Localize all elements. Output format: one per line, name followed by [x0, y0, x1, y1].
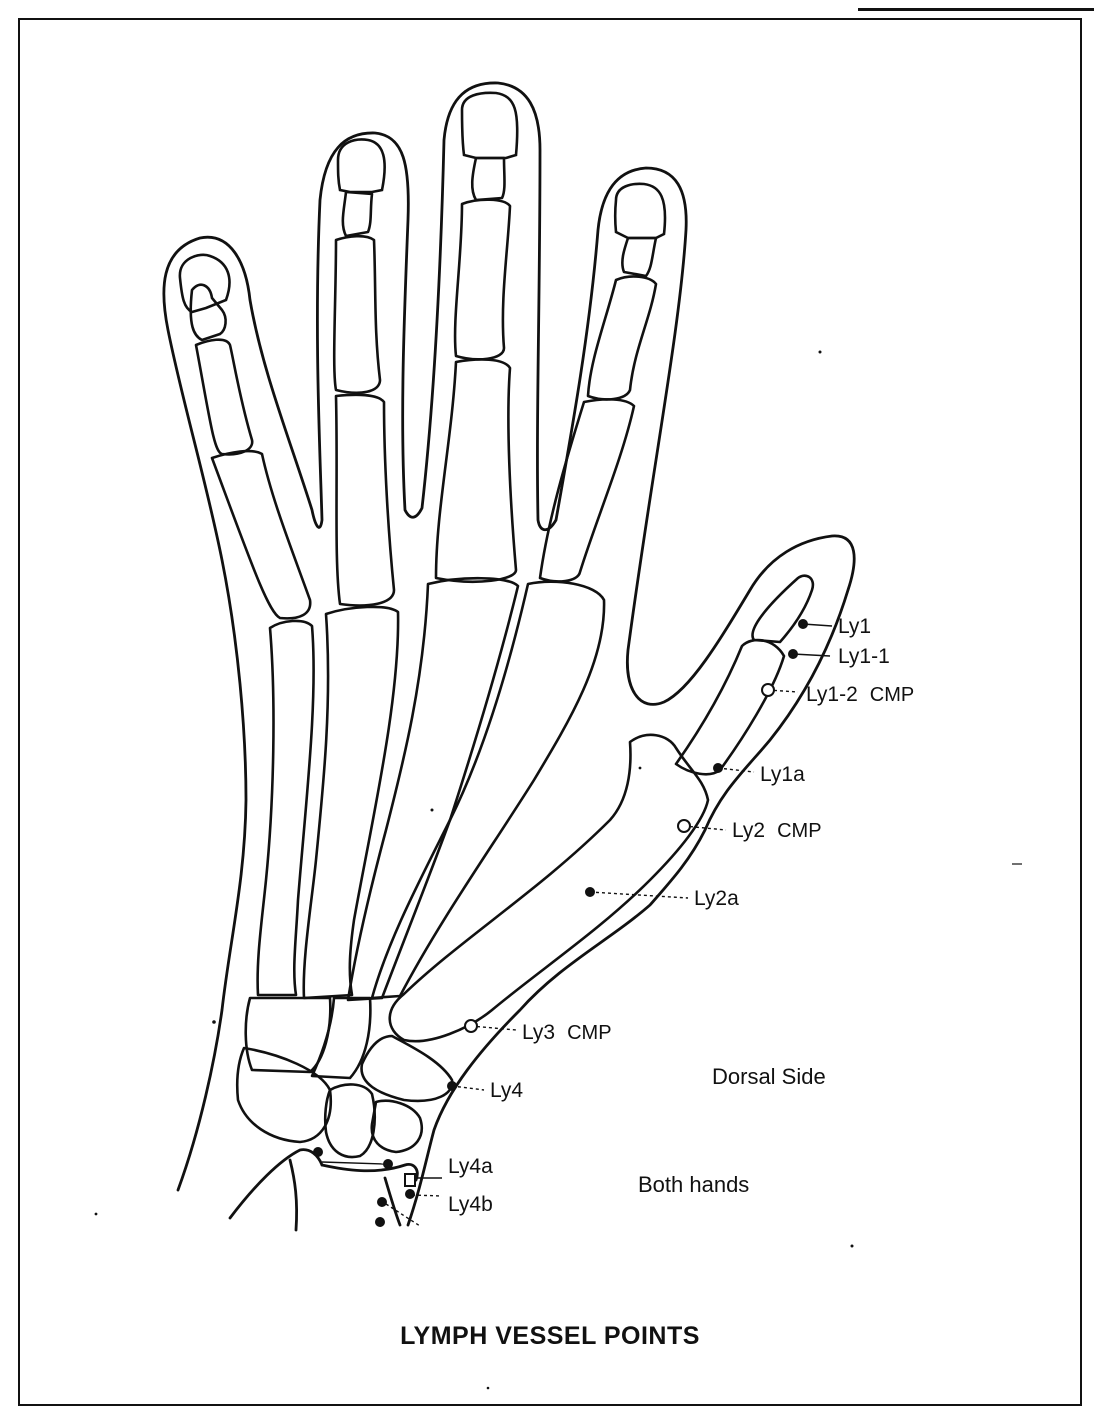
point-label-ly1-2: Ly1-2	[806, 683, 858, 706]
wrist-line-left	[228, 1148, 324, 1220]
point-marker-ly1	[798, 619, 808, 629]
cmp-tag-ly2: CMP	[777, 820, 822, 842]
point-marker-ly4a-square	[404, 1173, 416, 1187]
wrist-line-right	[320, 1162, 419, 1182]
point-label-ly2a: Ly2a	[694, 887, 739, 910]
cmp-tag-ly3: CMP	[567, 1022, 612, 1044]
point-label-ly1a: Ly1a	[760, 763, 805, 786]
point-marker-ly1a	[713, 763, 723, 773]
label-ly4b: Ly4b	[448, 1194, 493, 1215]
point-label-ly4a: Ly4a	[448, 1155, 493, 1178]
nail-little	[178, 253, 231, 314]
point-label-ly4b: Ly4b	[448, 1193, 493, 1216]
figure-caption: LYMPH VESSEL POINTS	[400, 1322, 700, 1350]
label-ly1-2: Ly1-2 CMP	[806, 684, 914, 705]
dorsal-side-note: Dorsal Side	[712, 1064, 826, 1089]
nail-index	[613, 182, 667, 240]
point-label-ly4: Ly4	[490, 1079, 524, 1102]
top-rule	[858, 8, 1094, 11]
label-ly1: Ly1	[838, 616, 871, 637]
point-label-ly1-1: Ly1-1	[838, 645, 890, 668]
leader-lines	[321, 623, 833, 1227]
point-label-ly3: Ly3	[522, 1021, 556, 1044]
point-marker-ly1-2	[761, 683, 775, 697]
point-marker-ly4	[447, 1081, 457, 1091]
both-hands-note: Both hands	[638, 1172, 750, 1197]
label-ly2a: Ly2a	[694, 888, 739, 909]
point-marker-ly4b-2	[377, 1197, 387, 1207]
point-markers	[313, 619, 808, 1227]
scan-specks	[94, 350, 1022, 1390]
label-ly1a: Ly1a	[760, 764, 805, 785]
point-marker-ly2a	[585, 887, 595, 897]
hand-outline	[162, 81, 856, 1227]
point-marker-ly4b	[405, 1189, 415, 1199]
ring-finger-bones	[302, 190, 400, 1000]
carpal-bones	[235, 996, 454, 1159]
wrist-crease	[383, 1176, 402, 1227]
nail-ring	[336, 138, 386, 194]
point-marker-ly4b-3	[375, 1217, 385, 1227]
point-marker-ly1-1	[788, 649, 798, 659]
label-ly4a: Ly4a	[448, 1156, 493, 1177]
point-label-ly1: Ly1	[838, 615, 872, 638]
label-ly3: Ly3 CMP	[522, 1022, 612, 1043]
label-ly4: Ly4	[490, 1080, 523, 1101]
nail-middle	[460, 91, 519, 160]
point-marker-ly4a	[383, 1159, 393, 1169]
wrist-line-mid	[288, 1158, 299, 1232]
page-frame	[18, 18, 1082, 1406]
point-marker-ly2	[677, 819, 691, 833]
point-label-ly2: Ly2	[732, 819, 766, 842]
little-finger-bones	[189, 283, 315, 997]
middle-finger-bones	[346, 156, 520, 1002]
point-marker-ly4a-2	[313, 1147, 323, 1157]
point-marker-ly3	[464, 1019, 478, 1033]
cmp-tag-ly1-2: CMP	[869, 684, 915, 706]
label-ly2: Ly2 CMP	[732, 820, 822, 841]
label-ly1-1: Ly1-1	[838, 646, 890, 667]
index-finger-bones	[370, 236, 658, 1000]
